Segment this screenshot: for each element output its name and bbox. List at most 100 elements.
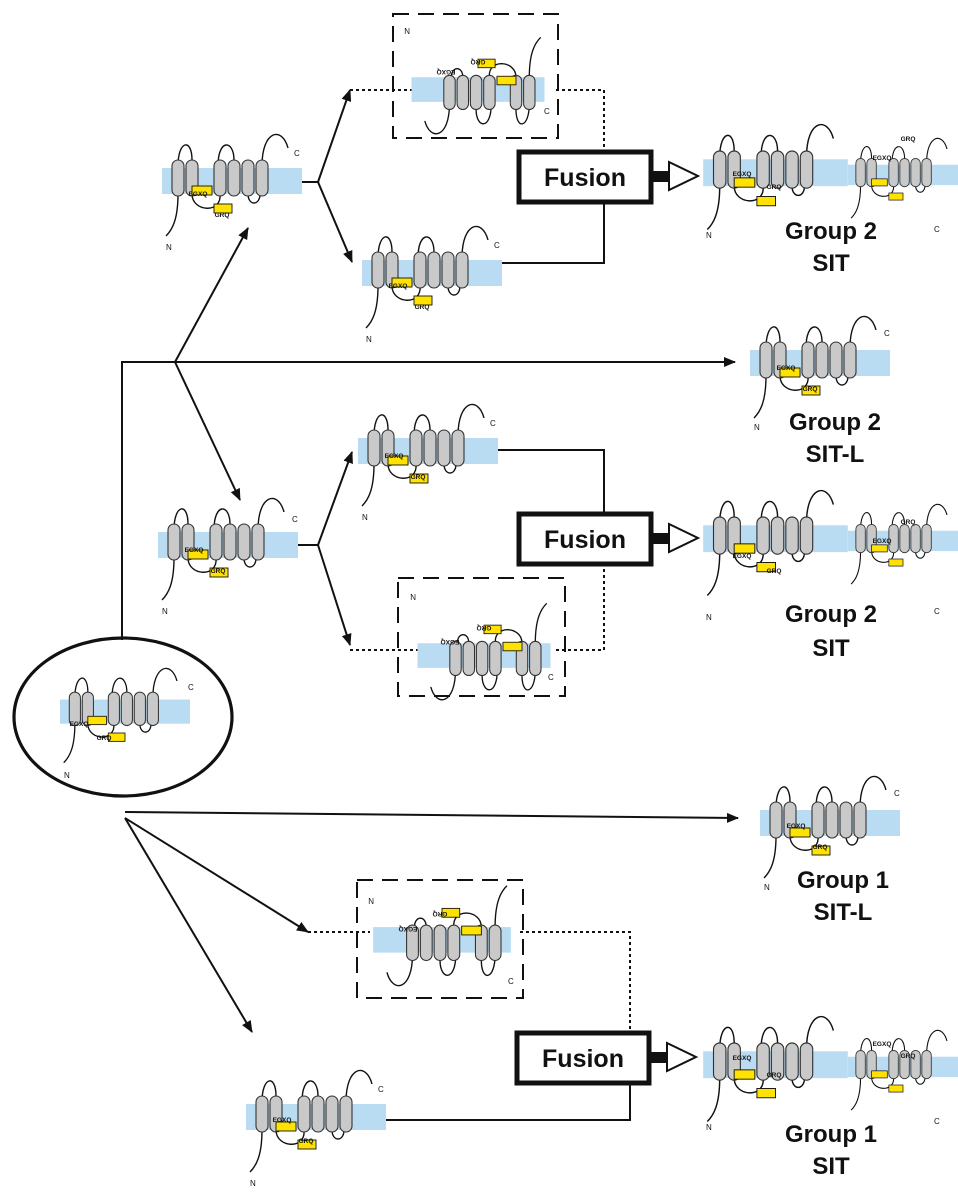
motif-label: GRQ	[767, 1072, 782, 1079]
outcome-group-label: Group 1	[797, 867, 889, 894]
motif-label: EGXQ	[733, 171, 752, 178]
topology-group1-sit-right	[847, 1029, 958, 1111]
topology-group2-sitl	[749, 315, 891, 419]
c-terminus-label: C	[508, 977, 514, 986]
fusion-box: Fusion	[514, 1030, 699, 1086]
dashed-boxes	[356, 13, 566, 999]
n-terminus-label: N	[362, 513, 368, 522]
topology-ancestor	[59, 667, 191, 764]
c-terminus-label: C	[292, 515, 298, 524]
topology-middle-bottom	[416, 602, 552, 701]
topology-middle-top	[357, 403, 499, 507]
motif-label: EGXQ	[873, 155, 892, 162]
motif-label: EGXQ	[873, 538, 892, 545]
c-terminus-label: C	[894, 789, 900, 798]
n-terminus-label: N	[706, 1123, 712, 1132]
motif-label: EGXQ	[733, 1055, 752, 1062]
topology-middle-parent	[157, 497, 299, 601]
n-terminus-label: N	[366, 335, 372, 344]
motif-label: EGXQ	[389, 283, 408, 290]
topology-group2-sit2-right	[847, 503, 958, 585]
motif-label: EGXQ	[385, 453, 404, 460]
fusion-label: Fusion	[544, 164, 626, 192]
n-terminus-label: N	[404, 26, 410, 35]
c-terminus-label: C	[934, 225, 940, 234]
c-terminus-label: C	[934, 607, 940, 616]
motif-label: EGXQ	[273, 1117, 292, 1124]
motif-label: GRQ	[471, 58, 486, 65]
n-terminus-label: N	[368, 896, 374, 905]
outcome-type-label: SIT	[812, 250, 850, 277]
fusion-box: Fusion	[516, 149, 701, 205]
n-terminus-label: N	[754, 423, 760, 432]
c-terminus-label: C	[884, 329, 890, 338]
c-terminus-label: C	[544, 107, 550, 116]
n-terminus-label: N	[64, 771, 70, 780]
topology-lower-bottom	[245, 1069, 387, 1173]
outcome-group-label: Group 2	[785, 218, 877, 245]
motif-label: EGXQ	[437, 68, 456, 75]
motif-label: GRQ	[215, 212, 230, 219]
c-terminus-label: C	[548, 673, 554, 682]
ancestor-circle	[12, 636, 234, 798]
n-terminus-label: N	[706, 231, 712, 240]
fusion-label: Fusion	[542, 1045, 624, 1073]
motif-label: GRQ	[97, 735, 112, 742]
fusion-boxes: Fusion Fusion Fusion	[514, 149, 701, 1086]
motif-label: GRQ	[433, 910, 448, 917]
topology-upper-parent	[161, 133, 303, 237]
connector-arrows	[121, 89, 739, 1121]
c-terminus-label: C	[188, 683, 194, 692]
motif-label: GRQ	[411, 474, 426, 481]
topology-group2-sit-right	[847, 137, 958, 219]
topology-upper-top	[410, 36, 546, 135]
topology-group1-sitl	[759, 775, 901, 879]
outcome-group-label: Group 2	[785, 601, 877, 628]
motif-label: EGXQ	[733, 553, 752, 560]
n-terminus-label: N	[166, 243, 172, 252]
motif-label: GRQ	[901, 1053, 916, 1060]
motif-label: GRQ	[299, 1138, 314, 1145]
motif-label: EGXQ	[441, 638, 460, 645]
n-terminus-label: N	[162, 607, 168, 616]
dotted-connectors	[308, 89, 631, 1032]
topology-group1-sit-left	[702, 1015, 849, 1123]
motif-label: EGXQ	[189, 191, 208, 198]
motif-label: EGXQ	[777, 365, 796, 372]
topology-lower-top	[372, 885, 512, 987]
outcome-group-label: Group 1	[785, 1121, 877, 1148]
motif-labels: EGXQ GRQ EGXQ GRQ EGXQ GRQ EGXQ GRQ EGXQ…	[70, 58, 916, 1145]
c-terminus-label: C	[494, 241, 500, 250]
c-terminus-label: C	[934, 1117, 940, 1126]
outcome-labels: Group 2 SIT Group 2 SIT-L Group 2 SIT Gr…	[785, 218, 889, 1180]
outcome-type-label: SIT-L	[814, 899, 873, 926]
termini-labels: N C N C N C N C N C N C N C N C N C N C …	[64, 26, 940, 1188]
motif-label: EGXQ	[873, 1041, 892, 1048]
outcome-group-label: Group 2	[789, 409, 881, 436]
motif-label: GRQ	[901, 519, 916, 526]
motif-label: GRQ	[767, 568, 782, 575]
c-terminus-label: C	[294, 149, 300, 158]
fusion-box: Fusion	[516, 511, 701, 567]
n-terminus-label: N	[250, 1179, 256, 1188]
topology-upper-bottom	[361, 225, 503, 329]
motif-label: EGXQ	[787, 823, 806, 830]
motif-label: GRQ	[767, 184, 782, 191]
topology-group2-sit-left	[702, 123, 849, 231]
outcome-type-label: SIT	[812, 635, 850, 662]
outcome-type-label: SIT	[812, 1153, 850, 1180]
motif-label: GRQ	[813, 844, 828, 851]
motif-label: GRQ	[803, 386, 818, 393]
n-terminus-label: N	[764, 883, 770, 892]
c-terminus-label: C	[490, 419, 496, 428]
motif-label: GRQ	[211, 568, 226, 575]
motif-label: GRQ	[415, 304, 430, 311]
outcome-type-label: SIT-L	[806, 441, 865, 468]
fusion-label: Fusion	[544, 526, 626, 554]
motif-label: EGXQ	[399, 925, 418, 932]
motif-label: GRQ	[477, 624, 492, 631]
motif-label: EGXQ	[70, 721, 89, 728]
motif-label: EGXQ	[185, 547, 204, 554]
topology-group2-sit2-left	[702, 489, 849, 597]
